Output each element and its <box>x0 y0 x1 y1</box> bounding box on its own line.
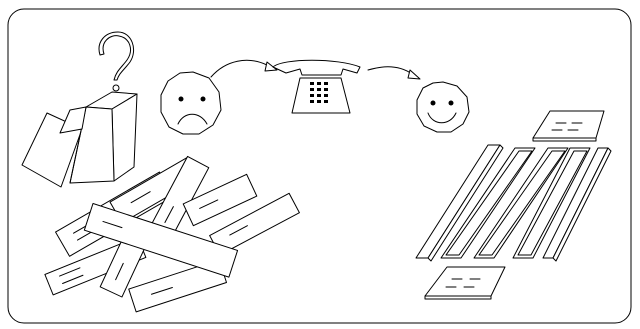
question-mark-icon <box>98 31 134 92</box>
open-box-icon <box>21 91 138 188</box>
sad-face-icon <box>160 71 222 135</box>
arrow-right-icon <box>367 66 421 80</box>
organized-parts-icon <box>415 110 612 300</box>
telephone-icon <box>272 59 361 114</box>
happy-face-icon <box>416 81 470 133</box>
scattered-parts-icon <box>44 155 300 313</box>
arrow-right-icon <box>210 59 278 78</box>
frame-border <box>7 8 632 324</box>
